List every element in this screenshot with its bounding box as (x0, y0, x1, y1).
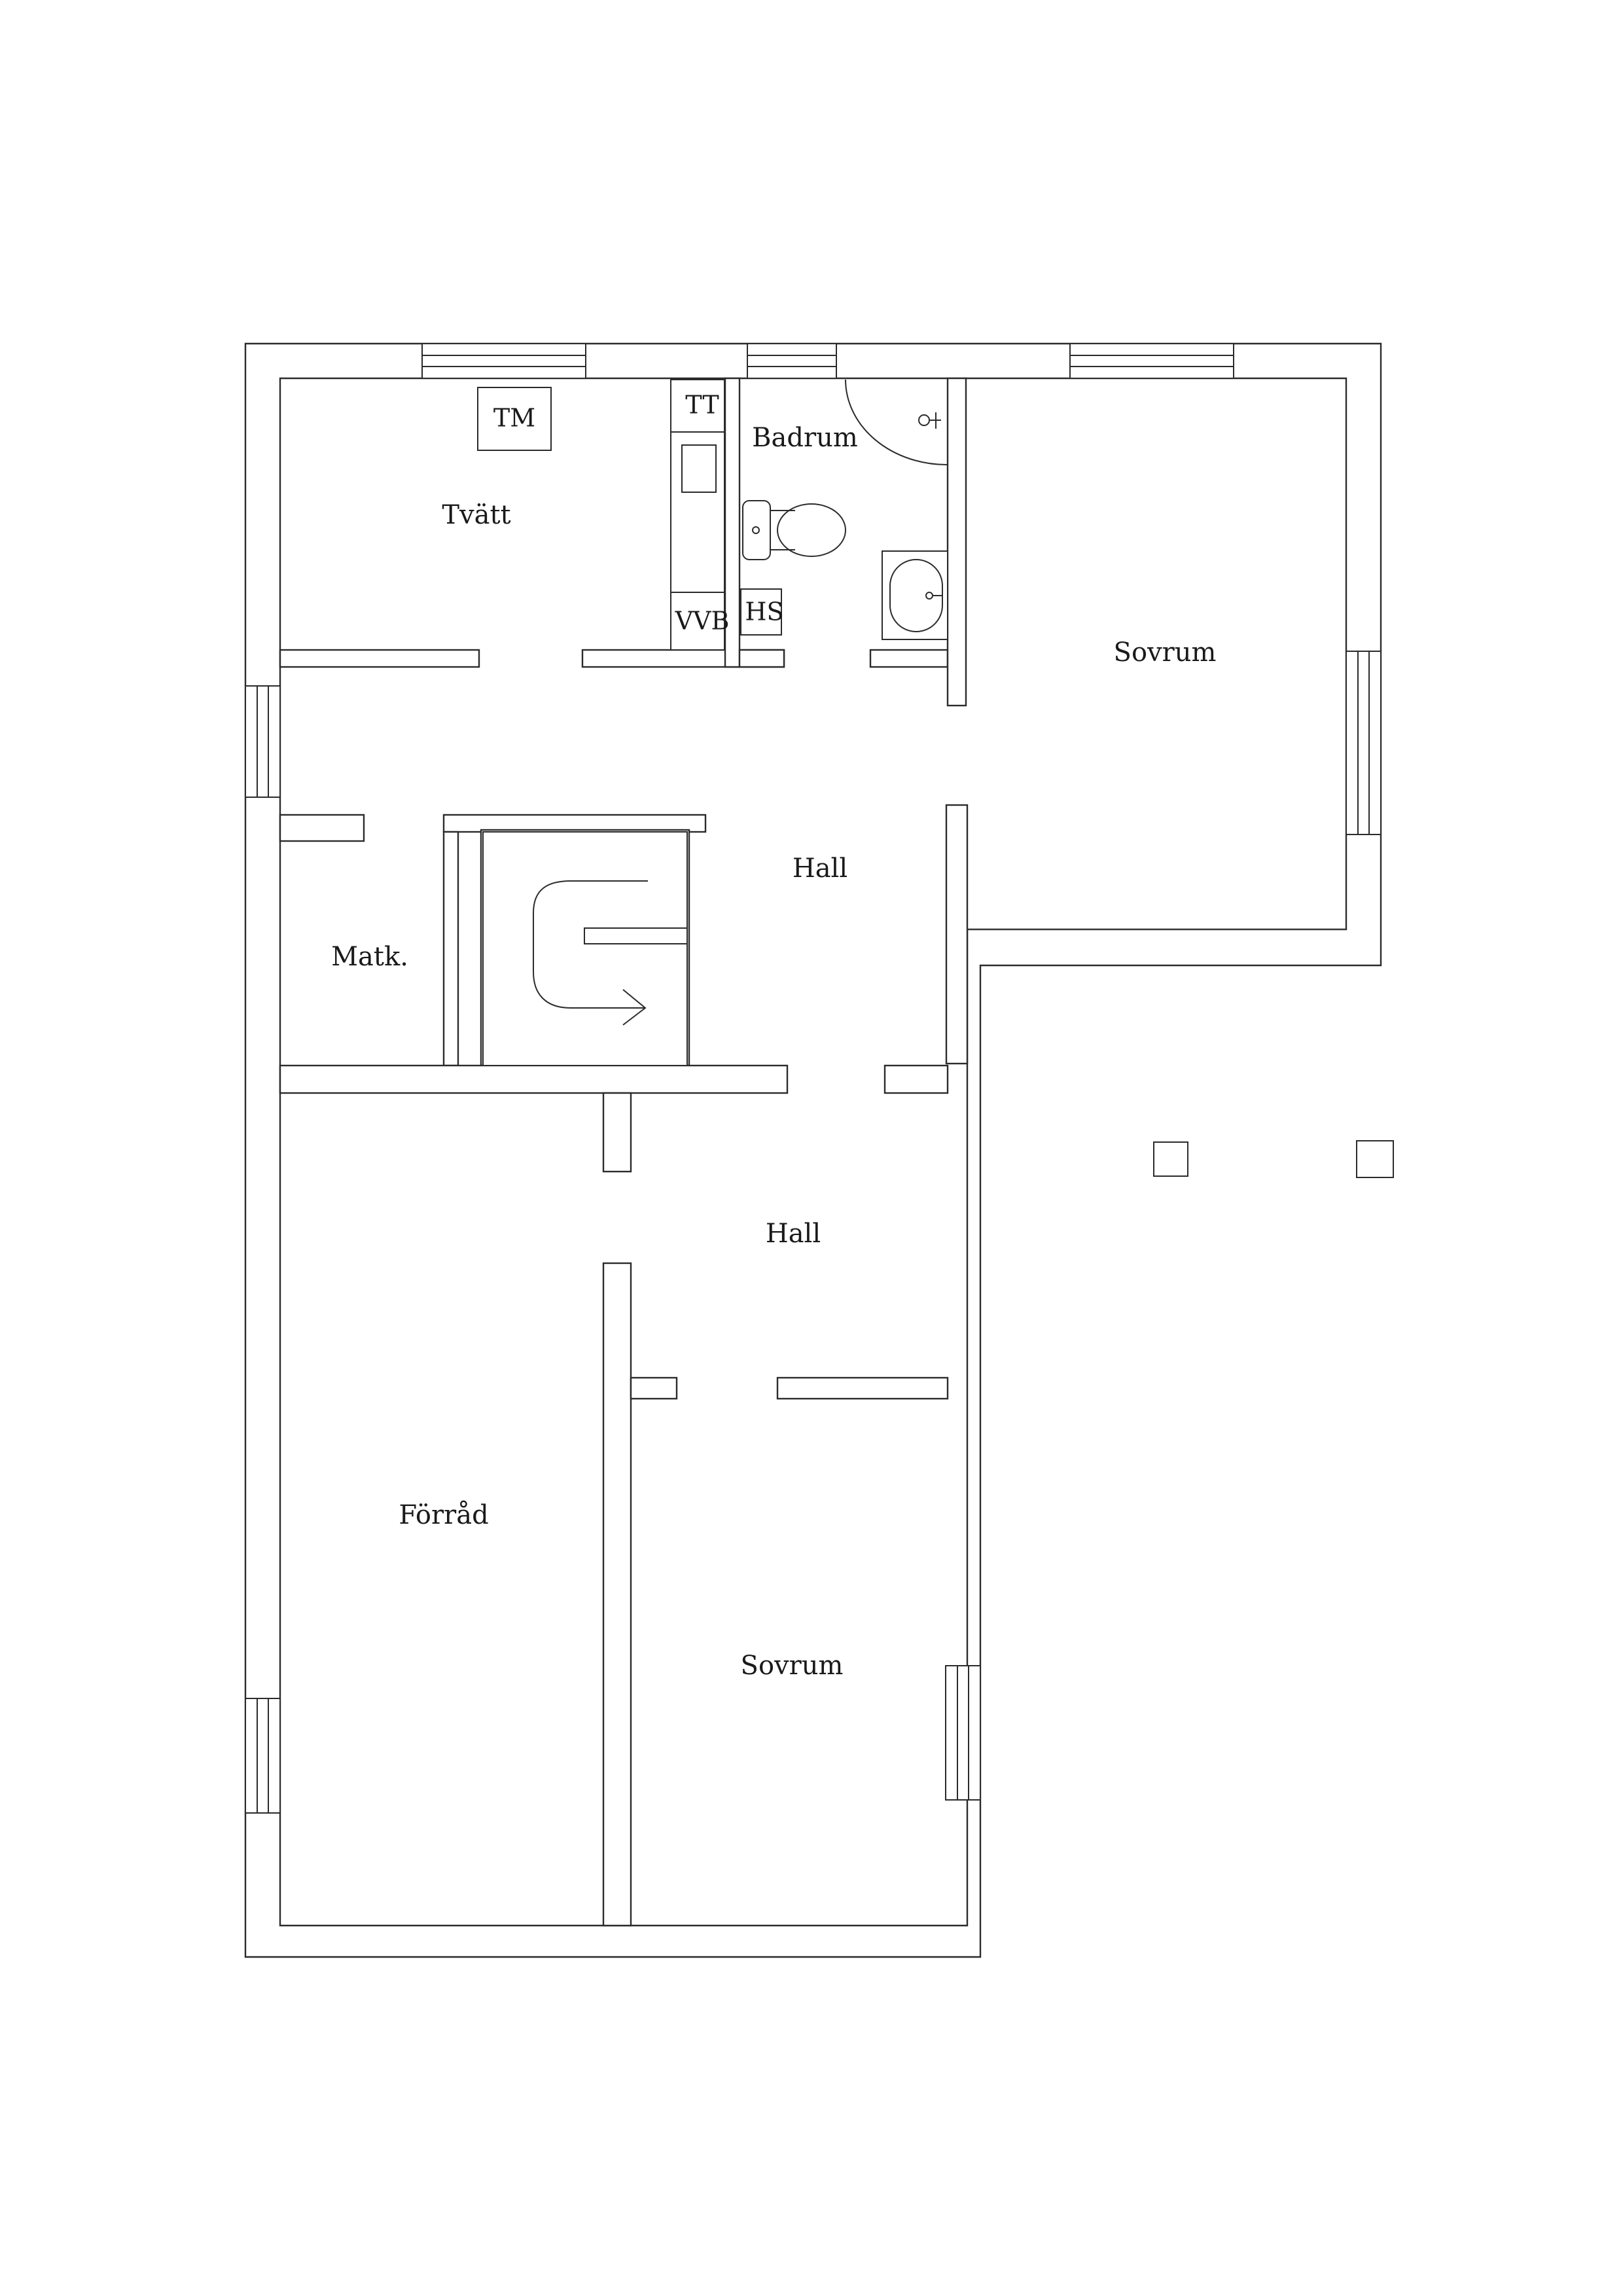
fixture-label-tm: TM (493, 404, 535, 433)
room-label-matk: Matk. (331, 942, 408, 972)
room-label-hall-upper: Hall (793, 853, 847, 884)
windows (245, 343, 1382, 1814)
shower (845, 379, 948, 465)
washing-machine (477, 387, 552, 451)
stair (482, 831, 688, 1066)
toilet (742, 500, 846, 560)
floor-drain-box (740, 588, 782, 636)
sink (882, 550, 948, 640)
fixture-label-vvb: VVB (675, 607, 730, 636)
room-label-sovrum-upper: Sovrum (1114, 637, 1217, 668)
room-label-tvatt: Tvätt (442, 500, 510, 530)
fixture-label-tt: TT (685, 391, 719, 420)
room-label-badrum: Badrum (752, 423, 858, 453)
outer-walls (244, 342, 1382, 1958)
room-label-forrad: Förråd (399, 1500, 488, 1530)
fixture-label-hs: HS (745, 598, 783, 626)
room-label-hall-lower: Hall (766, 1219, 821, 1249)
terrace-post (1153, 1141, 1188, 1177)
laundry-counter (670, 379, 725, 651)
terrace-post (1356, 1140, 1394, 1178)
room-label-sovrum-lower: Sovrum (741, 1651, 844, 1681)
